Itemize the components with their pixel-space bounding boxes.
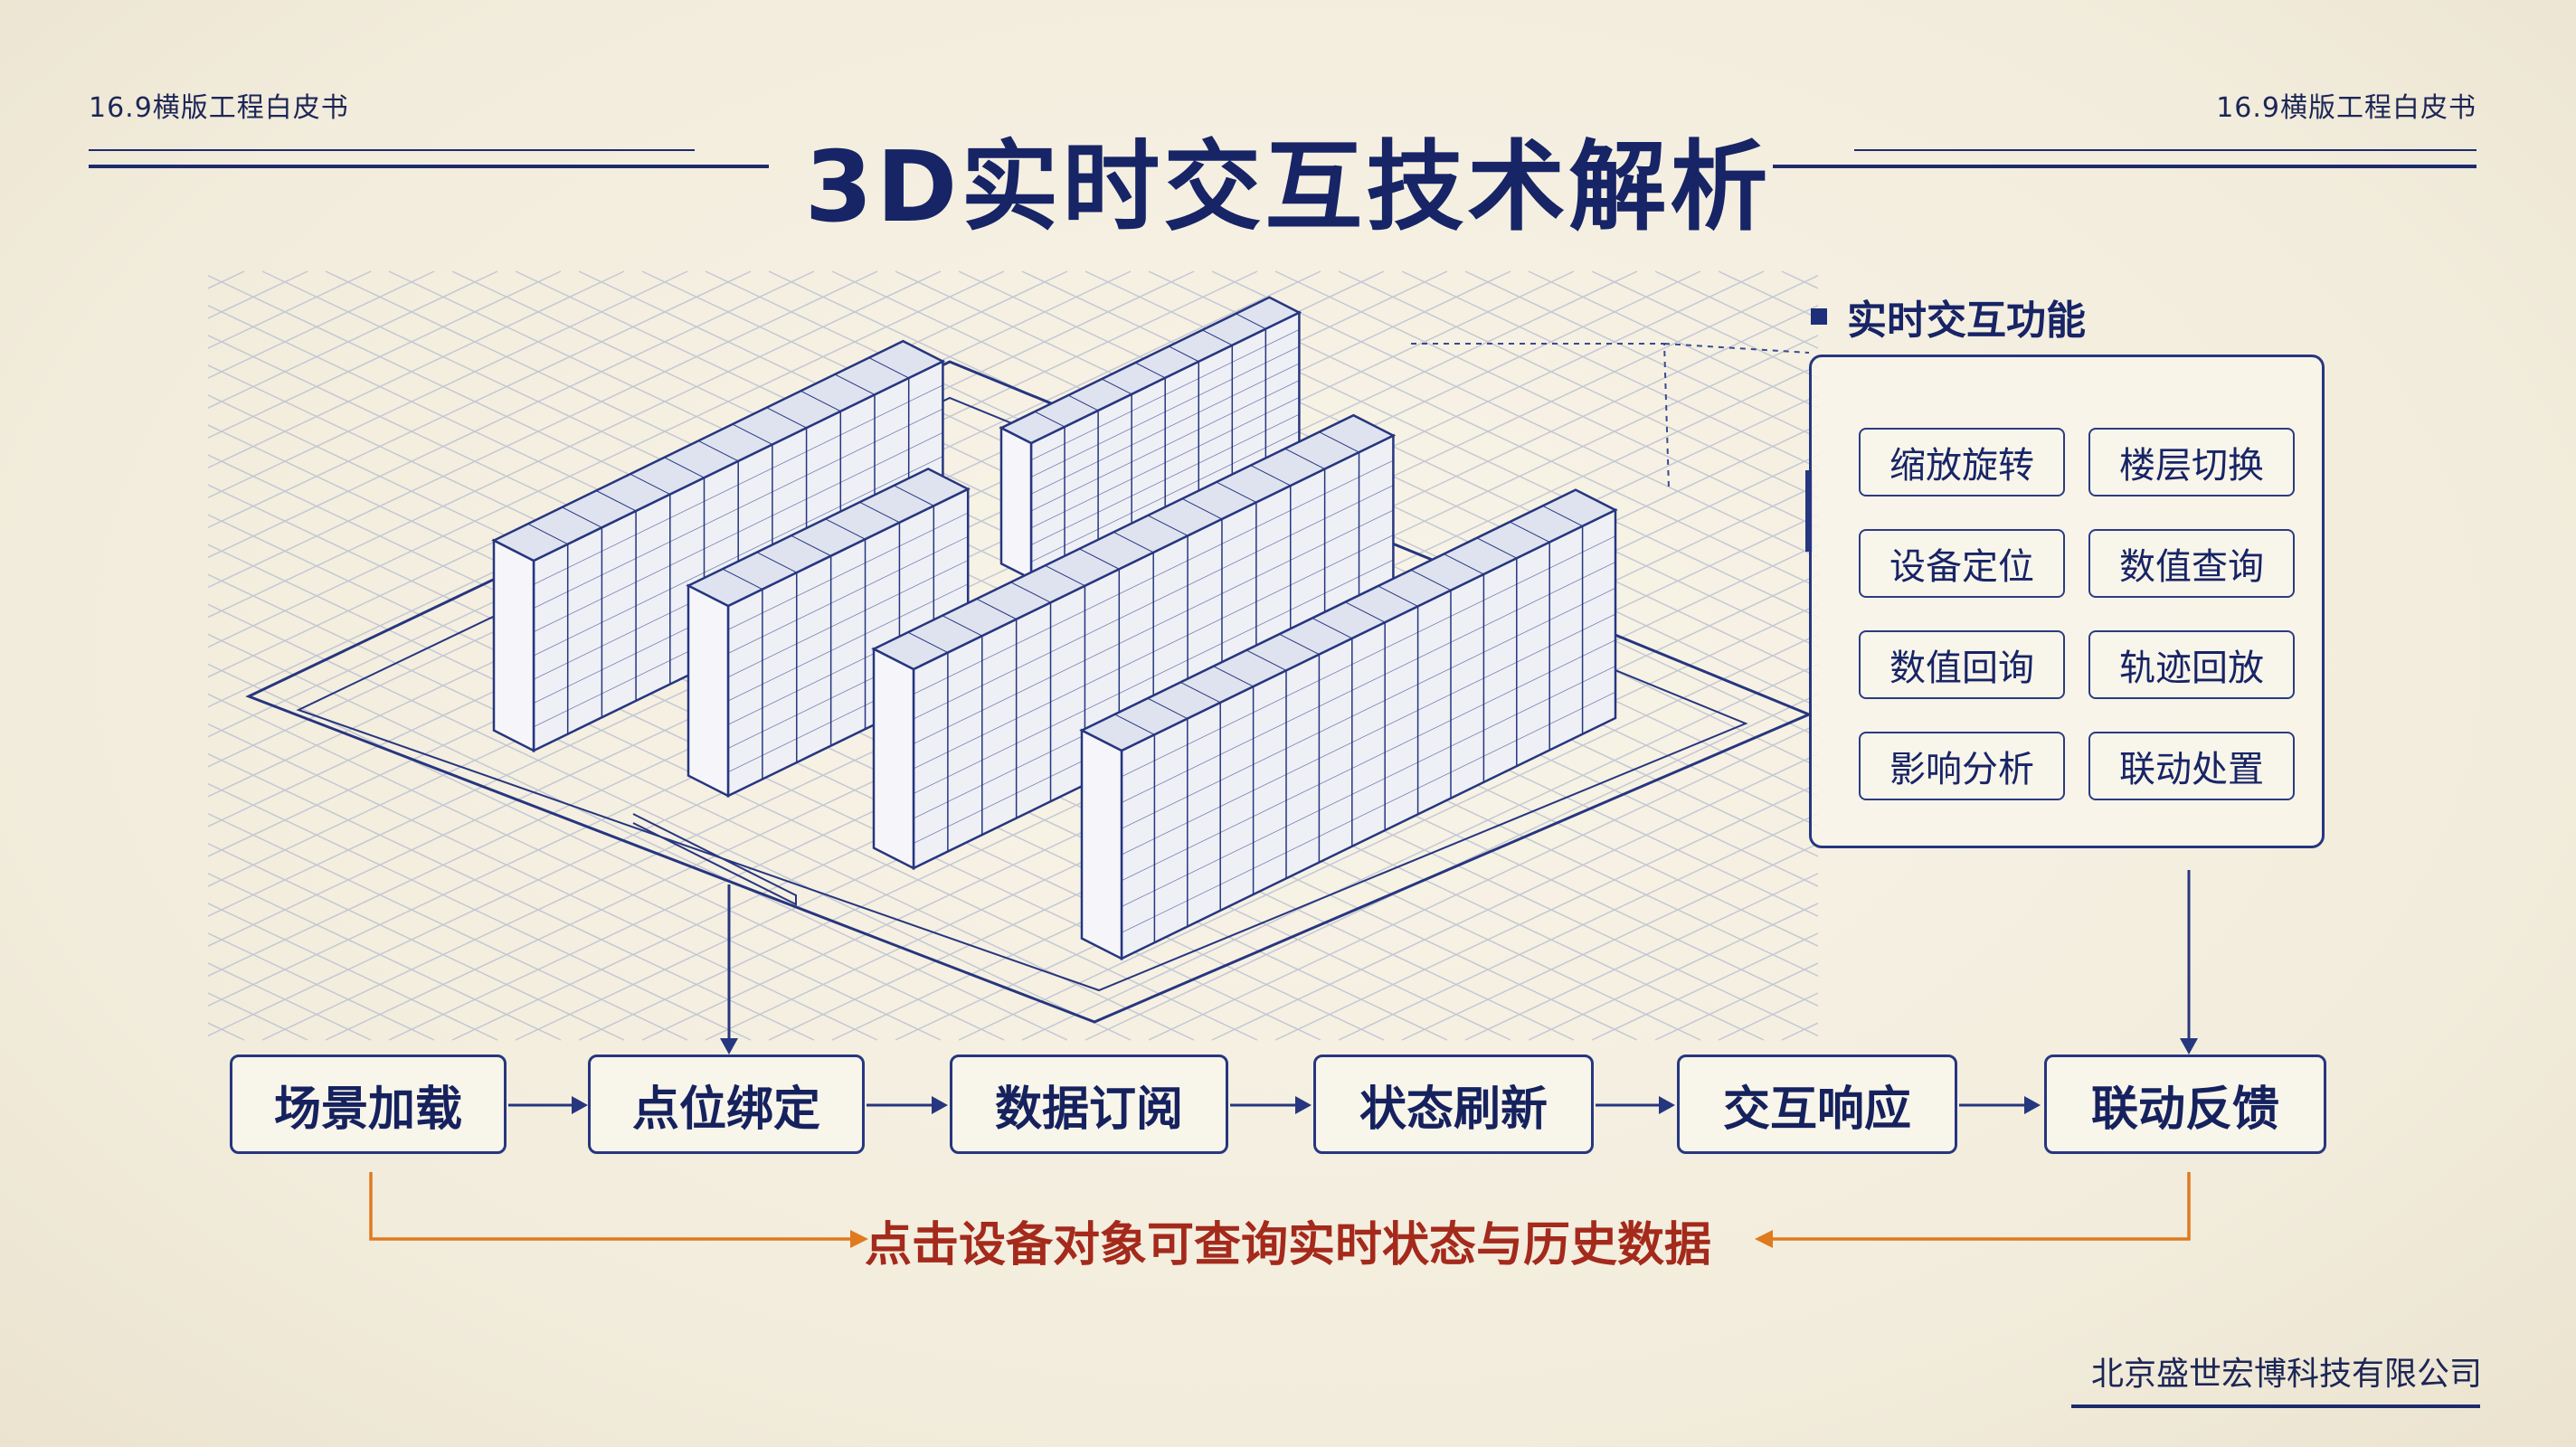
flow-step-interaction-response[interactable]: 交互响应 — [1677, 1055, 1957, 1154]
page-title: 3D实时交互技术解析 — [804, 131, 1772, 244]
header-label-left: 16.9横版工程白皮书 — [89, 92, 349, 124]
server-rack-row — [491, 339, 946, 753]
scene-to-binding-arrow — [720, 884, 738, 1055]
feature-impact-analysis-button[interactable]: 影响分析 — [1859, 732, 2065, 800]
header-rule-left — [89, 149, 769, 168]
flow-caption: 点击设备对象可查询实时状态与历史数据 — [864, 1218, 1711, 1272]
flow-step-status-refresh[interactable]: 状态刷新 — [1313, 1055, 1594, 1154]
flow-step-point-binding[interactable]: 点位绑定 — [588, 1055, 865, 1154]
feature-grid: 缩放旋转 楼层切换 设备定位 数值查询 数值回询 轨迹回放 影响分析 联动处置 — [1859, 428, 2295, 800]
server-rack-row — [686, 468, 971, 799]
feature-value-recall-button[interactable]: 数值回询 — [1859, 630, 2065, 699]
feature-track-playback-button[interactable]: 轨迹回放 — [2088, 630, 2295, 699]
flow-step-data-subscribe[interactable]: 数据订阅 — [950, 1055, 1228, 1154]
feature-zoom-rotate-button[interactable]: 缩放旋转 — [1859, 428, 2065, 497]
server-racks — [491, 296, 1618, 961]
flow-step-scene-load[interactable]: 场景加载 — [230, 1055, 507, 1154]
feature-value-query-button[interactable]: 数值查询 — [2088, 529, 2295, 598]
heading-bullet-icon — [1811, 308, 1827, 325]
flow-arrows — [508, 1096, 2041, 1114]
feature-panel: 缩放旋转 楼层切换 设备定位 数值查询 数值回询 轨迹回放 影响分析 联动处置 — [1809, 355, 2325, 848]
floor-grid — [208, 270, 1818, 1041]
feature-linked-response-button[interactable]: 联动处置 — [2088, 732, 2295, 800]
feedback-bracket-right — [1755, 1172, 2191, 1248]
flow-step-linked-feedback[interactable]: 联动反馈 — [2044, 1055, 2326, 1154]
footer-company: 北京盛世宏博科技有限公司 — [2090, 1356, 2482, 1393]
panel-to-feedback-arrow — [2180, 870, 2198, 1055]
header-label-right: 16.9横版工程白皮书 — [2216, 92, 2477, 124]
feedback-bracket-left — [369, 1172, 868, 1248]
feature-panel-heading: 实时交互功能 — [1811, 288, 2086, 345]
feature-panel-heading-text: 实时交互功能 — [1847, 298, 2086, 344]
server-rack-row — [1079, 488, 1618, 961]
feature-floor-switch-button[interactable]: 楼层切换 — [2088, 428, 2295, 497]
header-rule-right — [1773, 149, 2477, 168]
feature-device-locate-button[interactable]: 设备定位 — [1859, 529, 2065, 598]
panel-leader-line — [1411, 343, 1810, 489]
